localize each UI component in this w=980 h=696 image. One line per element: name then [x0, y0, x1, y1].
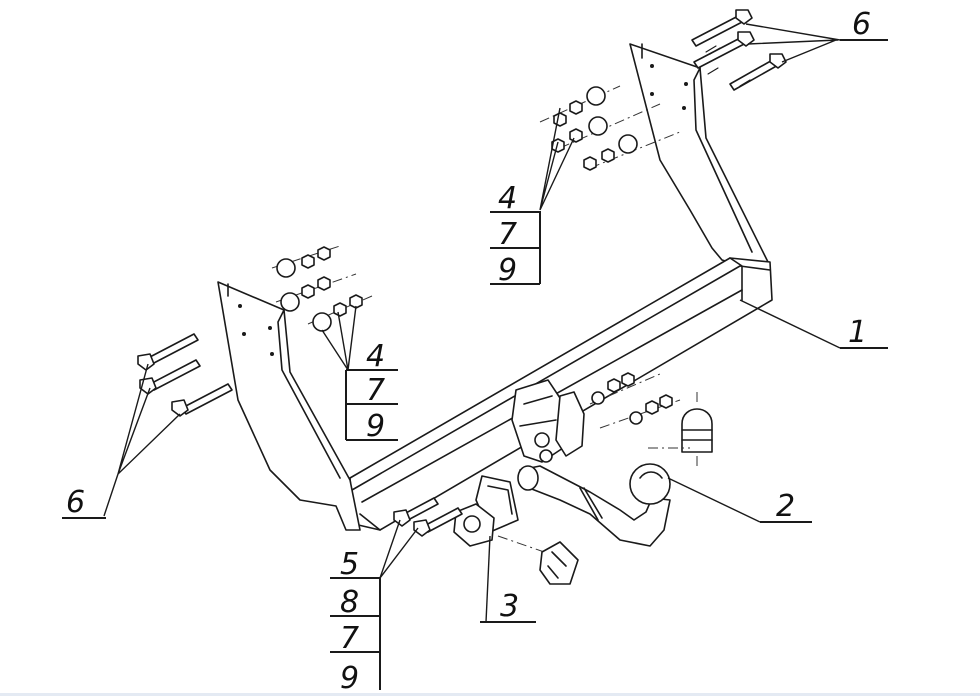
stack-left-4: 4	[366, 339, 385, 374]
stack-right-9: 9	[498, 253, 517, 288]
bolts-left	[137, 333, 233, 417]
right-bracket	[629, 43, 771, 301]
bottom-edge	[0, 693, 980, 696]
bolts-bottom	[393, 497, 463, 537]
label-2: 2	[776, 489, 795, 524]
stack-right-7: 7	[498, 217, 517, 252]
stack-bottom-7: 7	[340, 621, 359, 656]
stack-bottom-5: 5	[340, 547, 359, 582]
stack-left-9: 9	[366, 409, 385, 444]
bolts-top-right	[691, 9, 787, 91]
stack-right: 4 7 9	[490, 107, 575, 288]
cap-cover	[648, 392, 713, 470]
nuts-washers-left	[271, 245, 373, 332]
nuts-washers-top	[539, 85, 681, 171]
left-bracket	[217, 281, 361, 531]
callout-1: 1	[739, 299, 888, 350]
callout-3: 3	[480, 535, 536, 624]
hitch-mount	[511, 379, 585, 463]
label-6-right: 6	[852, 7, 871, 42]
callout-6-left: 6	[62, 363, 181, 520]
stack-left: 4 7 9	[321, 305, 398, 444]
stack-bottom-8: 8	[340, 585, 359, 620]
callout-2: 2	[667, 477, 812, 524]
stack-right-4: 4	[498, 181, 517, 216]
label-1: 1	[848, 315, 867, 350]
stack-bottom-9: 9	[340, 661, 359, 696]
ball-arm	[517, 463, 671, 547]
label-3: 3	[500, 589, 519, 624]
stack-left-7: 7	[366, 373, 385, 408]
stack-bottom: 5 8 7 9	[330, 519, 419, 696]
electrical-socket	[453, 475, 579, 585]
nuts-center	[589, 372, 681, 429]
callout-6-right: 6	[745, 7, 888, 63]
label-6-left: 6	[66, 485, 85, 520]
